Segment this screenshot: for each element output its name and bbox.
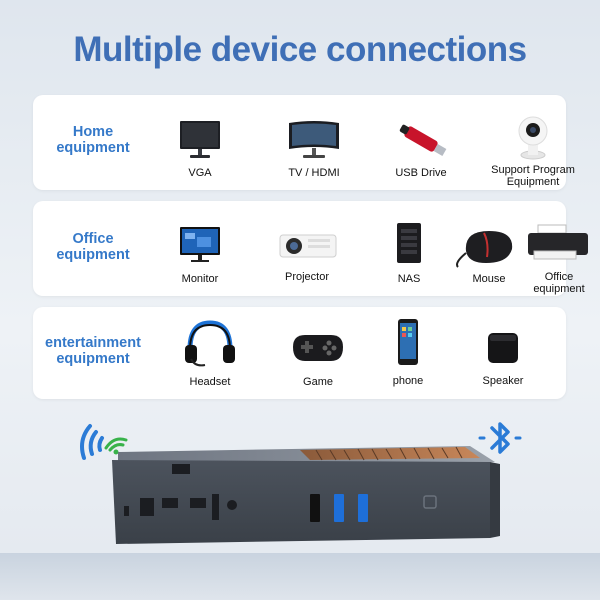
phone-icon: [398, 319, 418, 365]
item-label: Monitor: [181, 273, 219, 285]
nas-icon: [397, 223, 421, 263]
item-label: Game: [303, 376, 333, 388]
projector-icon: [279, 234, 337, 258]
item-label: Mouse: [472, 273, 506, 285]
floor-surface: [0, 553, 600, 600]
item-label: Support Program Equipment: [491, 164, 575, 188]
item-label: phone: [392, 375, 424, 387]
item-label: VGA: [188, 167, 212, 179]
usb-drive-icon: [399, 124, 447, 156]
bluetooth-icon: [478, 422, 522, 454]
security-camera-icon: [518, 116, 548, 160]
item-label: USB Drive: [395, 167, 447, 179]
item-label: Office equipment: [533, 271, 585, 295]
item-label: NAS: [397, 273, 421, 285]
printer-icon: [528, 224, 588, 260]
gamepad-icon: [293, 335, 343, 361]
item-label: Projector: [284, 271, 330, 283]
item-label: Speaker: [482, 375, 524, 387]
item-label: Headset: [189, 376, 231, 388]
page-title: Multiple device connections: [73, 30, 527, 69]
tv-icon: [289, 121, 339, 158]
item-label: TV / HDMI: [288, 167, 340, 179]
vga-monitor-icon: [180, 121, 220, 158]
wifi-icon: [80, 424, 128, 460]
mouse-icon: [456, 231, 513, 268]
monitor-icon: [180, 227, 220, 262]
speaker-icon: [488, 333, 518, 363]
mini-pc-device: [112, 446, 500, 544]
headset-icon: [185, 320, 235, 367]
